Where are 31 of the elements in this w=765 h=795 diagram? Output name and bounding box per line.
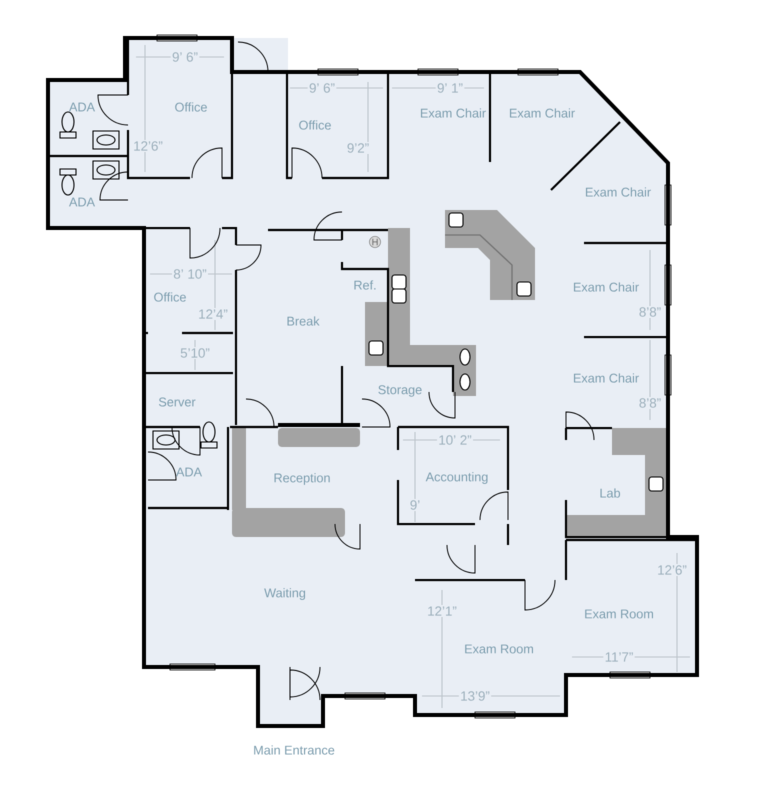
room-label: Office <box>154 292 186 302</box>
room-label: Exam Chair <box>420 108 486 118</box>
dimension-label: 8’8” <box>638 396 662 410</box>
room-label: Office <box>299 120 331 130</box>
room-label: Exam Chair <box>510 108 575 118</box>
room-label: Lab <box>600 488 620 498</box>
room-label: Exam Room <box>465 644 533 654</box>
room-label: Exam Chair <box>574 373 639 383</box>
dimension-label: 12’1” <box>426 605 458 617</box>
room-label: Storage <box>378 385 422 397</box>
room-label: Exam Chair <box>574 282 639 292</box>
room-label: Ref. <box>354 280 376 290</box>
room-label: ADA <box>69 102 95 112</box>
dimension-label: 9’2” <box>346 142 370 154</box>
room-label: Main Entrance <box>254 745 334 755</box>
room-label: Exam Chair <box>586 187 651 197</box>
dimension-label: 9’ 6” <box>308 82 336 94</box>
dimension-label: 12’4” <box>196 308 230 320</box>
room-label: Waiting <box>264 588 306 600</box>
dimension-label: 9’ 6” <box>170 50 200 64</box>
room-label: Reception <box>274 473 330 485</box>
room-label: Server <box>158 398 196 406</box>
room-label: Office <box>175 102 207 112</box>
room-label: ADA <box>176 468 202 476</box>
dimension-label: 9’ 1” <box>436 82 464 94</box>
room-label: ADA <box>69 198 95 206</box>
dimension-label: 11’7” <box>603 651 635 663</box>
room-label: Exam Room <box>585 610 653 618</box>
room-label: Accounting <box>426 472 488 484</box>
room-label: Break <box>288 316 320 326</box>
dimension-label: 8’8” <box>638 306 662 318</box>
